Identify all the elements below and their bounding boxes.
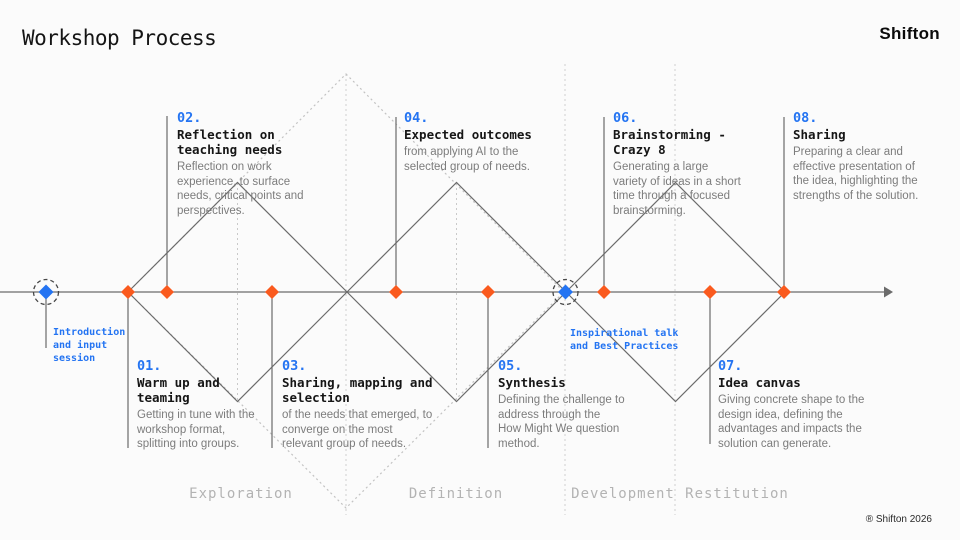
step-diamond-icon [703, 285, 717, 299]
brand-logo: Shifton [879, 24, 940, 43]
step-number: 06. [613, 110, 638, 126]
step-description: Generating a large variety of ideas in a… [613, 161, 741, 217]
step-diamond-icon [265, 285, 279, 299]
step-title: Sharing [793, 127, 846, 142]
step-diamond-icon [160, 285, 174, 299]
copyright-text: ® Shifton 2026 [865, 514, 932, 525]
zigzag-strand-lower [127, 181, 786, 403]
milestone-ring-icon [552, 278, 579, 306]
step-title: Brainstorming - Crazy 8 [613, 127, 726, 157]
step-description: from applying AI to the selected group o… [404, 146, 530, 173]
step-block-05: 05. Synthesis Defining the challenge to … [498, 358, 643, 451]
step-description: Defining the challenge to address throug… [498, 394, 625, 450]
step-block-07: 07. Idea canvas Giving concrete shape to… [718, 358, 870, 451]
step-title: Idea canvas [718, 375, 801, 390]
step-title: Expected outcomes [404, 127, 532, 142]
step-block-04: 04. Expected outcomes from applying AI t… [404, 110, 540, 174]
phase-label-restitution: Restitution [685, 486, 789, 502]
step-description: Preparing a clear and effective presenta… [793, 146, 919, 202]
page-title: Workshop Process [22, 26, 217, 50]
step-title: Reflection on teaching needs [177, 127, 283, 157]
step-block-03: 03. Sharing, mapping and selection of th… [282, 358, 447, 452]
step-block-06: 06. Brainstorming - Crazy 8 Generating a… [613, 110, 753, 218]
phase-label-development: Development [571, 486, 675, 502]
step-description: Reflection on work experience, to surfac… [177, 161, 304, 217]
step-description: of the needs that emerged, to converge o… [282, 409, 433, 450]
timeline-arrowhead-icon [884, 286, 893, 298]
step-diamond-icon [481, 285, 495, 299]
step-diamond-icon [121, 285, 135, 299]
step-number: 03. [282, 358, 307, 374]
dotted-diamond-outline [127, 73, 565, 509]
step-title: Warm up and teaming [137, 375, 220, 405]
milestone-ring-icon [32, 278, 60, 306]
step-title: Sharing, mapping and selection [282, 375, 433, 405]
phase-label-exploration: Exploration [189, 486, 293, 502]
step-number: 01. [137, 358, 162, 374]
step-number: 05. [498, 358, 523, 374]
milestone-label-intro: Introduction and input session [53, 327, 126, 364]
step-title: Synthesis [498, 375, 566, 390]
step-block-02: 02. Reflection on teaching needs Reflect… [177, 110, 311, 218]
milestone-label-inspirational: Inspirational talk and Best Practices [570, 328, 679, 352]
step-description: Getting in tune with the workshop format… [137, 409, 255, 450]
step-block-08: 08. Sharing Preparing a clear and effect… [793, 110, 935, 203]
step-diamond-icon [389, 285, 403, 299]
step-description: Giving concrete shape to the design idea… [718, 394, 865, 450]
step-block-01: 01. Warm up and teaming Getting in tune … [137, 358, 265, 452]
step-number: 07. [718, 358, 743, 374]
step-number: 02. [177, 110, 202, 126]
step-number: 08. [793, 110, 818, 126]
phase-label-definition: Definition [408, 486, 504, 502]
zigzag-strand-upper [127, 181, 786, 403]
step-number: 04. [404, 110, 429, 126]
milestone-diamond-icon [558, 284, 573, 300]
step-diamond-icon [777, 285, 791, 299]
milestone-diamond-icon [38, 284, 54, 300]
step-diamond-icon [597, 285, 611, 299]
